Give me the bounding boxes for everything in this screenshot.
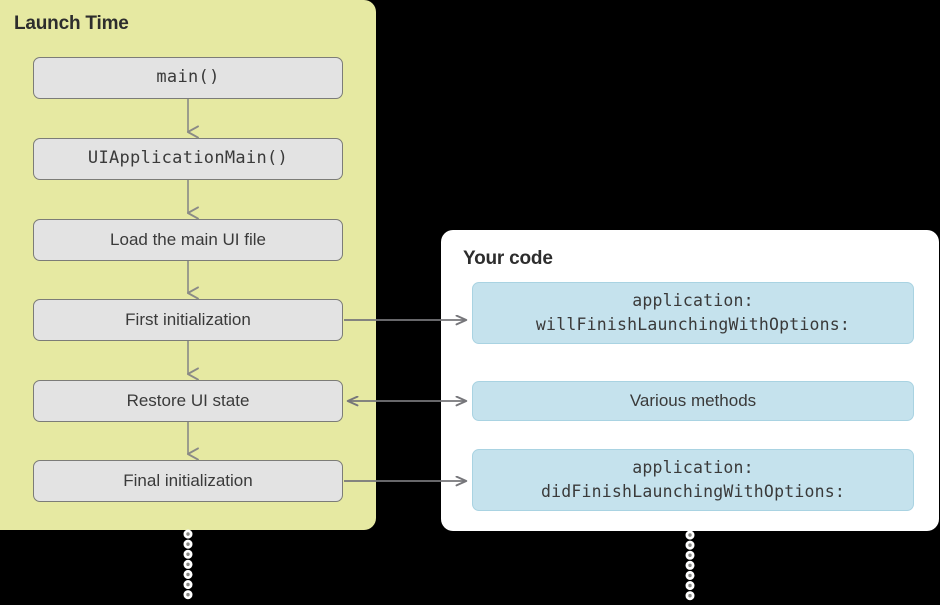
- dotted-continuations: [183, 529, 695, 605]
- flow-step-restore-ui-state: Restore UI state: [33, 380, 343, 422]
- flow-step-first-initialization: First initialization: [33, 299, 343, 341]
- flow-step-uiapplicationmain: UIApplicationMain(): [33, 138, 343, 180]
- code-method-various-methods: Various methods: [472, 381, 914, 421]
- code-method-will-finish-launching: application: willFinishLaunchingWithOpti…: [472, 282, 914, 344]
- code-method-did-finish-launching: application: didFinishLaunchingWithOptio…: [472, 449, 914, 511]
- flow-step-load-main-ui-file: Load the main UI file: [33, 219, 343, 261]
- flow-step-main: main(): [33, 57, 343, 99]
- launch-time-title: Launch Time: [14, 13, 129, 34]
- flow-step-final-initialization: Final initialization: [33, 460, 343, 502]
- your-code-panel: Your code application: willFinishLaunchi…: [441, 230, 939, 531]
- your-code-title: Your code: [463, 248, 553, 269]
- launch-time-panel: Launch Time main() UIApplicationMain() L…: [0, 0, 376, 530]
